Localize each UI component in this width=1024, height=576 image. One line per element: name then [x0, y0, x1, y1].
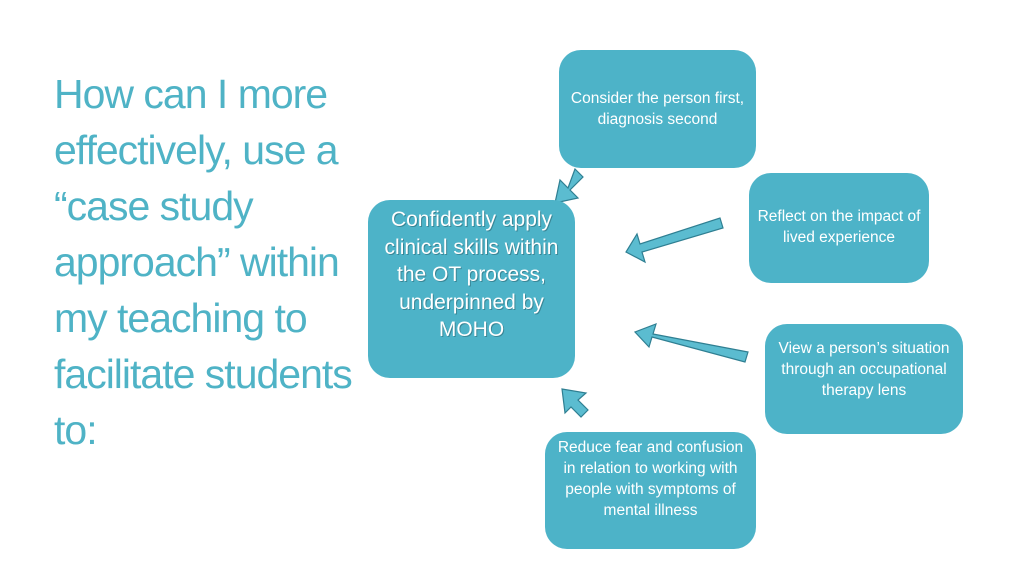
node-bottom: Reduce fear and confusion in relation to…	[545, 432, 756, 549]
node-top-label: Consider the person first, diagnosis sec…	[570, 90, 745, 128]
center-node-label: Confidently apply clinical skills within…	[384, 208, 559, 341]
node-right-upper: Reflect on the impact of lived experienc…	[749, 173, 929, 283]
arrow-bottom-to-center	[561, 388, 589, 418]
node-bottom-label: Reduce fear and confusion in relation to…	[557, 439, 744, 519]
node-right-upper-label: Reflect on the impact of lived experienc…	[757, 208, 921, 246]
arrow-top-to-center	[554, 167, 584, 204]
slide-title: How can I more effectively, use a “case …	[54, 71, 353, 453]
arrow-right-lower-to-center	[633, 323, 749, 363]
node-right-lower-label: View a person’s situation through an occ…	[778, 340, 950, 399]
arrow-right-upper-to-center	[625, 217, 724, 264]
center-node: Confidently apply clinical skills within…	[368, 200, 575, 378]
node-right-lower: View a person’s situation through an occ…	[765, 324, 963, 434]
node-top: Consider the person first, diagnosis sec…	[559, 50, 756, 168]
